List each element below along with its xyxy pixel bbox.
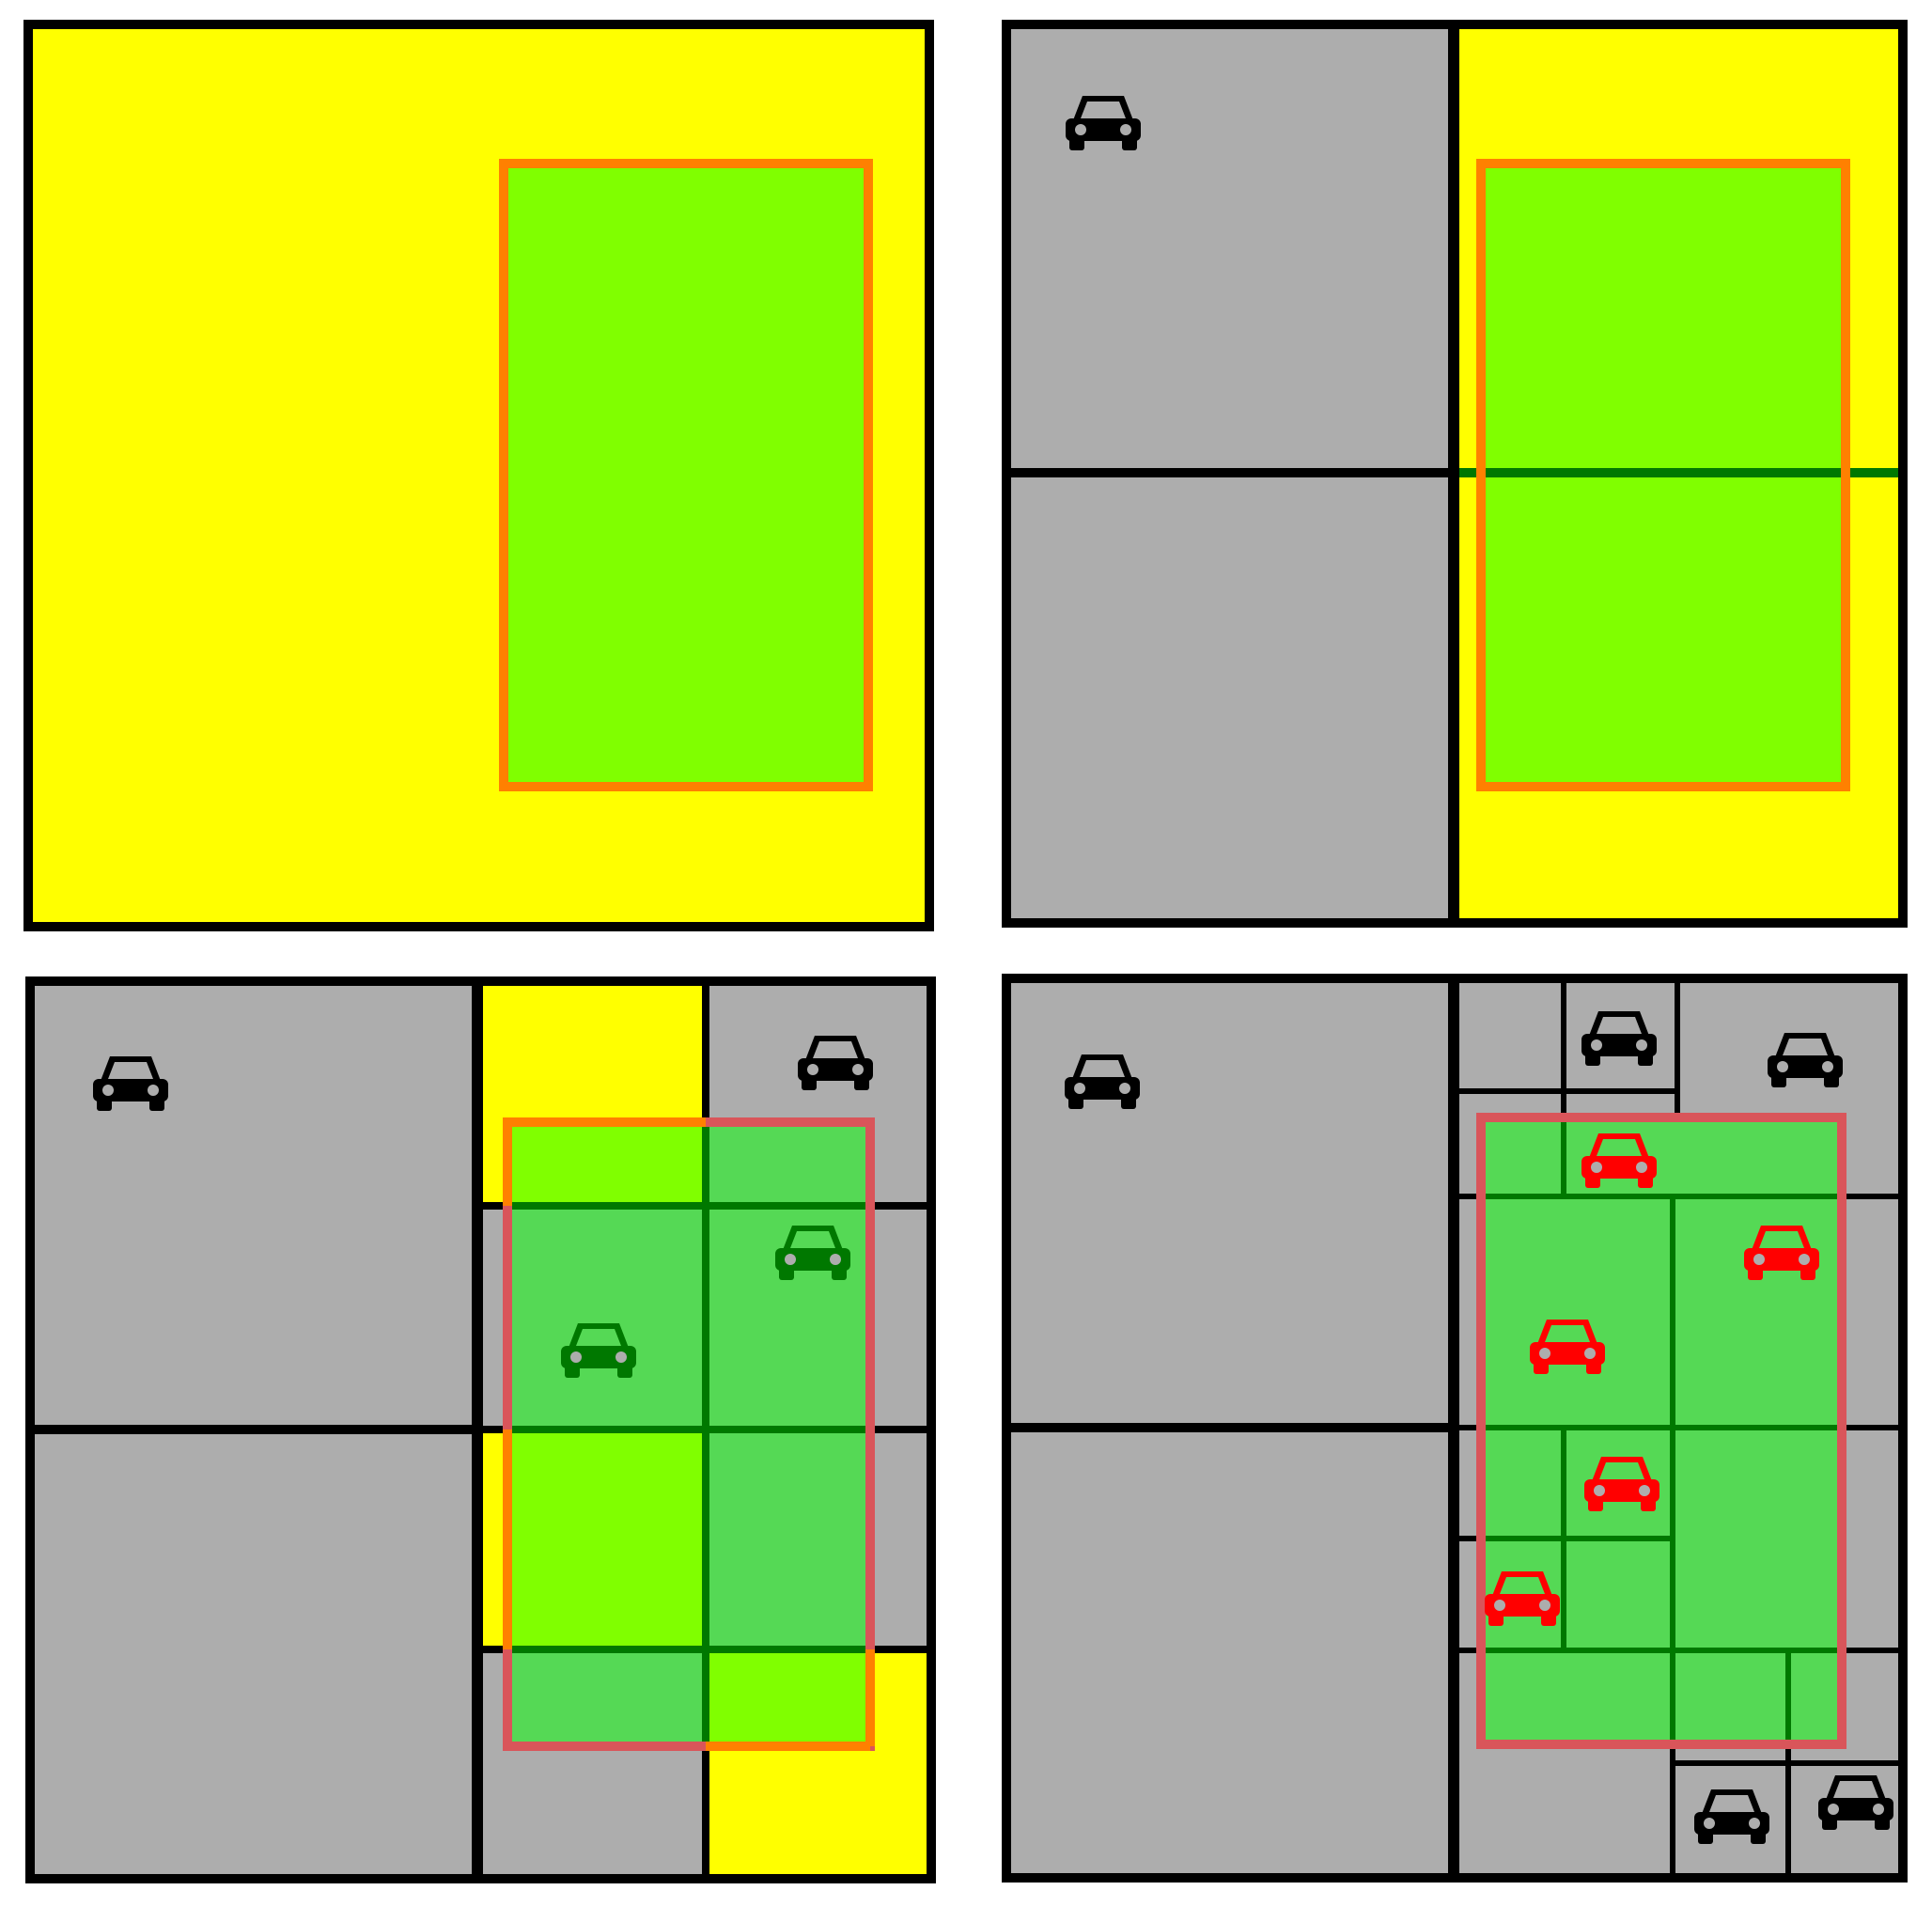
node-nw bbox=[30, 981, 477, 1430]
query-overlay-lime-bottom bbox=[706, 1649, 870, 1746]
query-overlay-green-lower bbox=[706, 1430, 870, 1649]
outer-splits bbox=[1454, 978, 1903, 1878]
panel-step-3 bbox=[25, 976, 936, 1883]
query-area-green bbox=[1481, 1117, 1842, 1744]
inner-splits bbox=[1481, 1117, 1842, 1744]
query-overlay-lime-lower bbox=[507, 1430, 706, 1649]
node-sw bbox=[1006, 473, 1454, 923]
node-nw bbox=[1006, 24, 1454, 473]
panel-step-1 bbox=[23, 20, 934, 931]
query-overlay-green-middle bbox=[507, 1206, 870, 1430]
query-outline-on-lime bbox=[503, 1117, 875, 1751]
query-overlay-lime-top bbox=[507, 1122, 706, 1206]
panel-border bbox=[25, 976, 936, 1883]
query-outline bbox=[1476, 1113, 1846, 1749]
panel-border bbox=[1002, 20, 1908, 928]
query-overlay-green-top bbox=[706, 1122, 870, 1206]
query-outline bbox=[1476, 159, 1850, 791]
node-sw bbox=[1006, 1428, 1454, 1878]
panel-step-4 bbox=[1002, 974, 1908, 1883]
query-rectangle bbox=[499, 159, 873, 791]
query-overlay-green-bottom bbox=[507, 1649, 706, 1746]
panel-border bbox=[1002, 974, 1908, 1883]
node-sw bbox=[30, 1430, 477, 1879]
panel-step-2 bbox=[1002, 20, 1908, 928]
node-nw bbox=[1006, 978, 1454, 1428]
